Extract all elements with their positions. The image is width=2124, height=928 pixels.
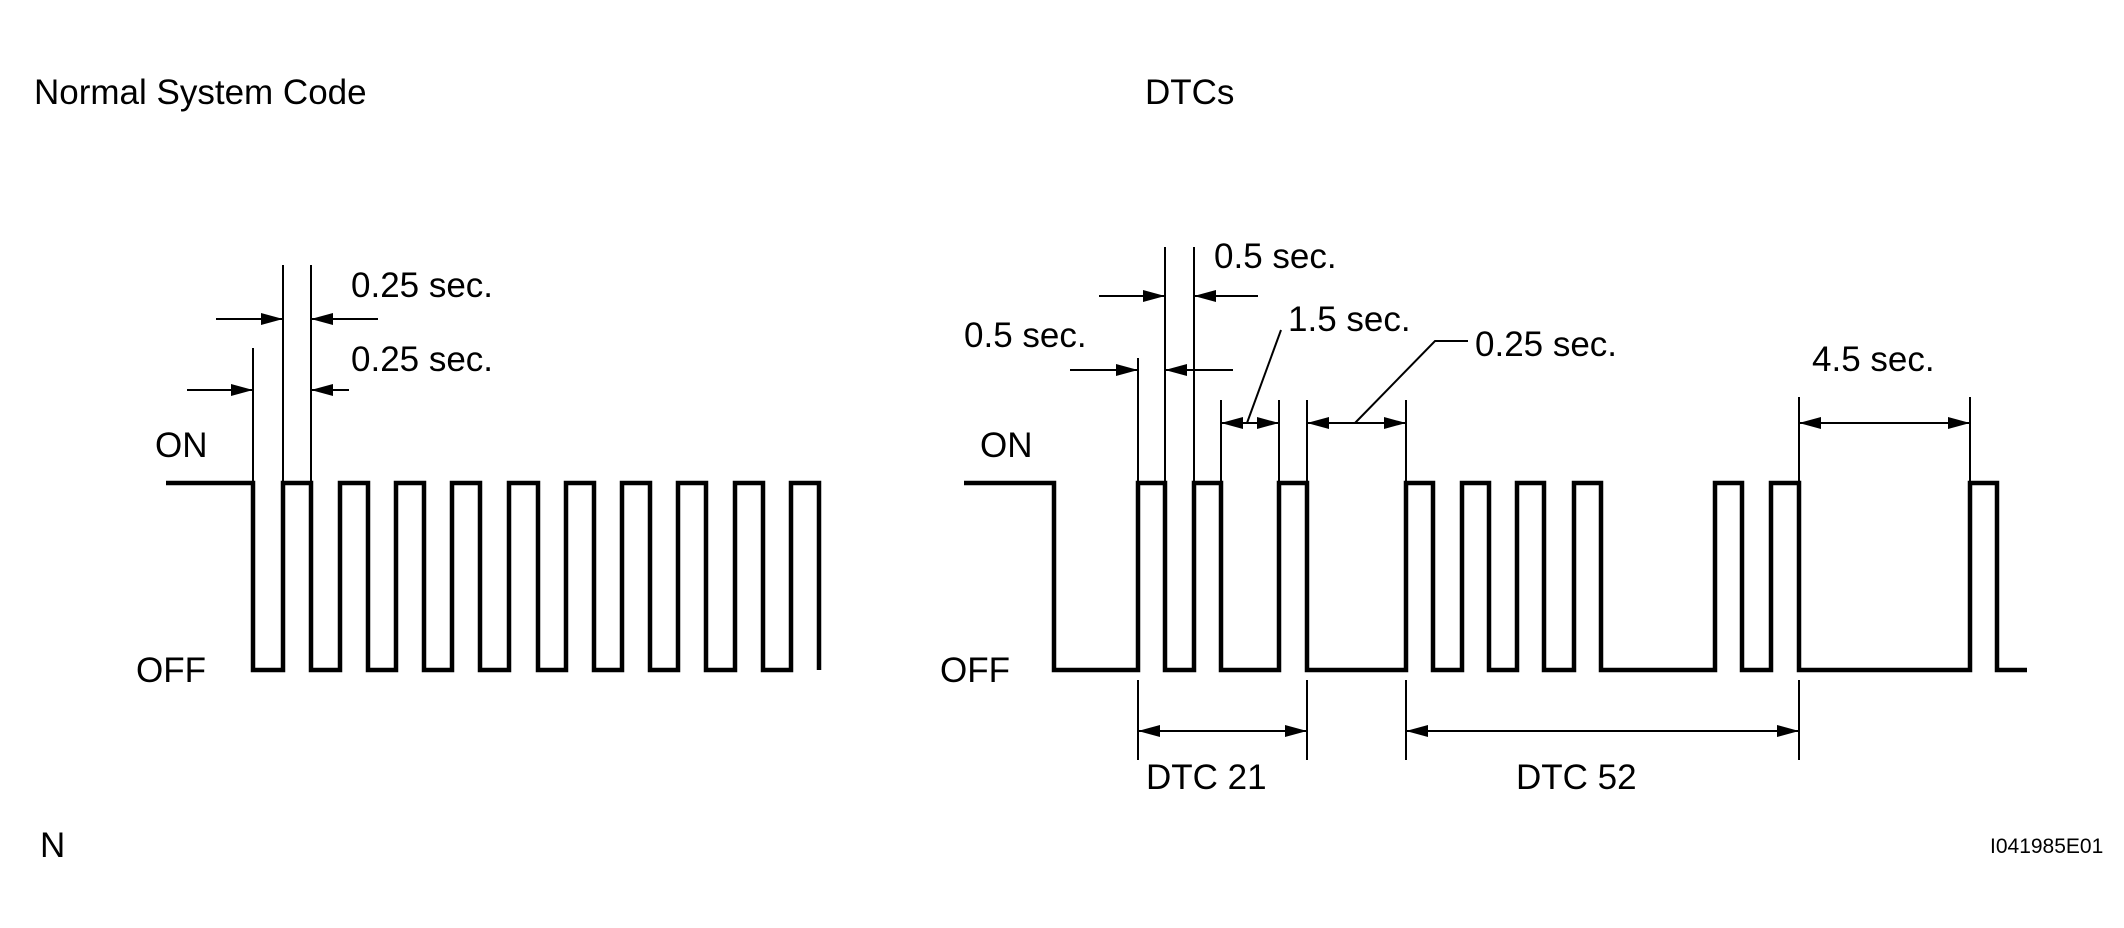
figure-id: I041985E01 xyxy=(1990,835,2103,858)
off-label-normal: OFF xyxy=(136,651,206,690)
dtc-21-label: DTC 21 xyxy=(1146,758,1267,797)
on-label-dtc: ON xyxy=(980,426,1033,465)
dtc-dim-long-arrows xyxy=(1799,417,1970,429)
off-label-dtc: OFF xyxy=(940,651,1010,690)
on-label-normal: ON xyxy=(155,426,208,465)
dtc-dim-mid-arrows xyxy=(1221,329,1282,429)
dtc-dim-left-label: 0.5 sec. xyxy=(964,316,1087,355)
normal-dim-top-label: 0.25 sec. xyxy=(351,266,493,305)
normal-system-code-title: Normal System Code xyxy=(34,73,367,112)
dtc-dim-top-label: 0.5 sec. xyxy=(1214,237,1337,276)
dtcs-title: DTCs xyxy=(1145,73,1234,112)
dtc-dim-mid-label: 1.5 sec. xyxy=(1288,300,1411,339)
dtc-dim-long-label: 4.5 sec. xyxy=(1812,340,1935,379)
normal-dim-top-arrows xyxy=(216,313,378,325)
dtc-waveform xyxy=(964,480,2027,673)
dtc-52-label: DTC 52 xyxy=(1516,758,1637,797)
dtc-52-bracket xyxy=(1405,680,1800,760)
dtc-section: ON OFF 0.5 sec. 0.5 sec. xyxy=(940,237,2027,797)
dtc-dim-gap-arrows xyxy=(1307,340,1468,429)
normal-dim-bottom-arrows xyxy=(187,384,349,396)
normal-code-waveform xyxy=(166,480,822,673)
dtc-dim-left-arrows xyxy=(1070,364,1233,376)
normal-code-section: ON OFF 0.25 sec. 0.25 sec. xyxy=(136,265,822,690)
normal-dim-bottom-label: 0.25 sec. xyxy=(351,340,493,379)
corner-letter: N xyxy=(40,826,65,865)
dtc-dim-top-arrows xyxy=(1099,290,1258,302)
dtc-21-bracket xyxy=(1137,680,1308,760)
dtc-dim-gap-label: 0.25 sec. xyxy=(1475,325,1617,364)
